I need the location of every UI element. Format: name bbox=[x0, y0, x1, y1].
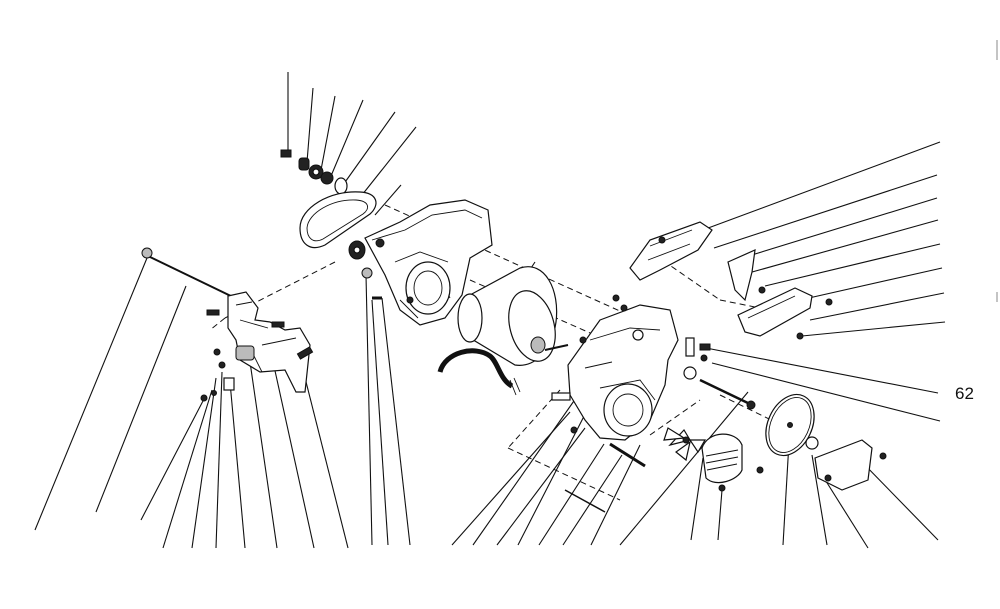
callout-62: 62 bbox=[955, 384, 974, 403]
fan-blade bbox=[663, 427, 707, 462]
long-rod bbox=[141, 247, 236, 299]
long-screw bbox=[564, 442, 646, 513]
pulley bbox=[348, 240, 366, 260]
leader-lines bbox=[34, 72, 946, 549]
right-housing bbox=[551, 294, 679, 441]
vertical-screws bbox=[361, 267, 382, 300]
lower-guard-plate bbox=[737, 287, 833, 340]
motor bbox=[437, 266, 569, 396]
end-plate bbox=[805, 436, 887, 491]
cutting-disc bbox=[765, 393, 815, 457]
left-bracket-assembly bbox=[200, 291, 314, 402]
blade-guard bbox=[701, 433, 764, 492]
drive-belt bbox=[299, 191, 377, 249]
screw-nut-stack bbox=[280, 149, 348, 195]
left-housing bbox=[364, 199, 493, 326]
shaft-parts bbox=[683, 337, 756, 410]
guide-bracket bbox=[727, 249, 766, 302]
upper-guard-cover bbox=[629, 221, 713, 281]
